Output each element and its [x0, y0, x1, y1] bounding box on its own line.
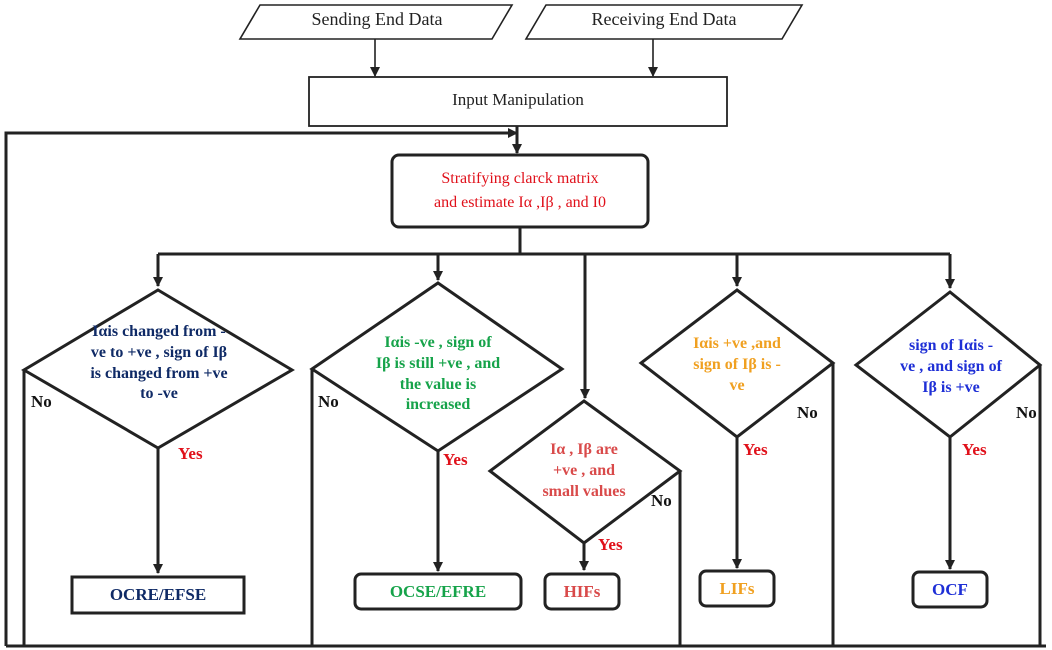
yes-label-1: Yes	[178, 444, 203, 463]
decision-1-text: Iαis changed from - ve to +ve , sign of …	[90, 323, 228, 403]
outcome-box-1	[70, 575, 246, 615]
decision-2-text: Iαis -ve , sign of Iβ is still +ve , and…	[375, 334, 501, 414]
clarke-line-2: and estimate Iα ,Iβ , and I0	[433, 194, 607, 211]
outcome-box-3	[543, 572, 621, 611]
outcome-ocre-efse: OCRE/EFSE	[109, 585, 207, 604]
outcome-ocse-efre: OCSE/EFRE	[389, 582, 487, 601]
decision-3-text: Iα , Iβ are +ve , and small values	[542, 441, 626, 500]
feedback-loop-line	[4, 131, 517, 646]
yes-label-3: Yes	[598, 535, 623, 554]
outcome-lifs: LIFs	[719, 579, 755, 598]
decision-4-text: Iαis +ve ,and sign of Iβ is - ve	[693, 335, 781, 394]
input-manipulation-box	[308, 76, 728, 127]
outcome-box-4	[698, 569, 776, 608]
input-manipulation-label: Input Manipulation	[452, 90, 584, 109]
sending-end-parallelogram	[238, 4, 514, 40]
yes-label-2: Yes	[443, 450, 468, 469]
decision-5-text: sign of Iαis - ve , and sign of Iβ is +v…	[900, 337, 1002, 396]
receiving-end-parallelogram	[524, 4, 804, 40]
outcome-box-2	[353, 572, 523, 611]
clarke-matrix-label: Stratifying clarck matrix and estimate I…	[392, 167, 648, 215]
sending-end-label: Sending End Data	[311, 9, 443, 29]
outcome-box-5	[911, 570, 989, 609]
no-label-2: No	[318, 392, 339, 411]
yes-label-5: Yes	[962, 440, 987, 459]
receiving-end-label: Receiving End Data	[591, 9, 737, 29]
outcome-hifs: HIFs	[563, 582, 601, 601]
no-label-1: No	[31, 392, 52, 411]
yes-label-4: Yes	[743, 440, 768, 459]
no-label-4: No	[797, 403, 818, 422]
no-label-5: No	[1016, 403, 1037, 422]
clarke-line-1: Stratifying clarck matrix	[441, 170, 599, 187]
no-label-3: No	[651, 491, 672, 510]
outcome-ocf: OCF	[932, 580, 968, 599]
